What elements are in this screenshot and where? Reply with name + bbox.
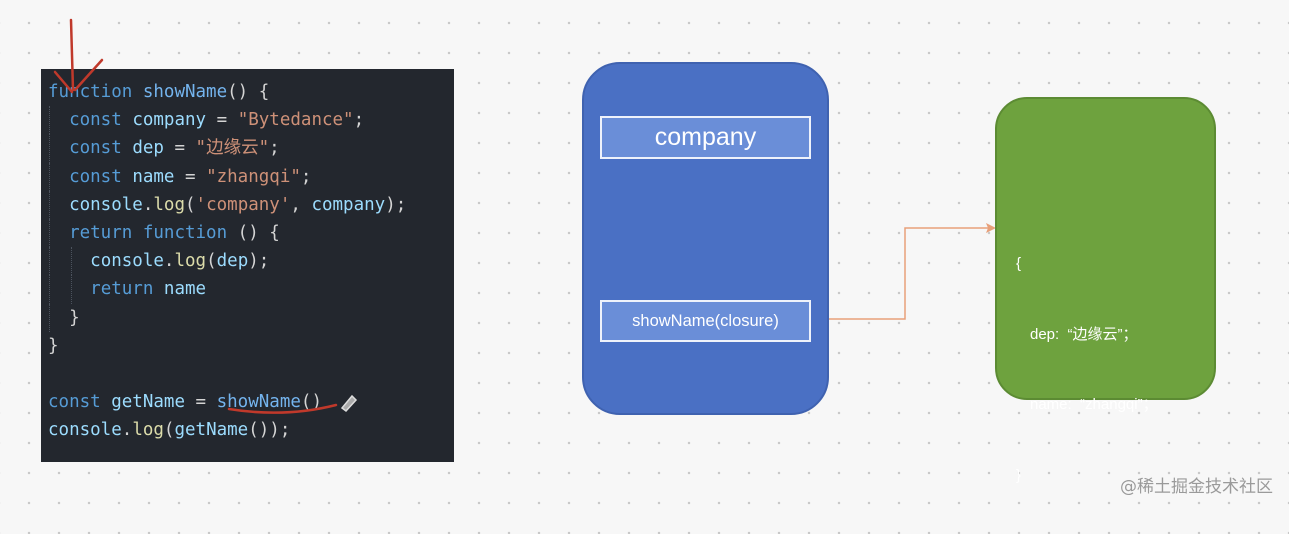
company-variable-cell: company [600, 116, 811, 159]
code-line-1: function showName() { [48, 82, 270, 102]
closure-object-content: { dep: “边缘云”； name: “zhangqi”； } [1016, 205, 1158, 534]
code-line-7: console.log(dep); [41, 247, 454, 276]
code-line-2: const company = "Bytedance"; [41, 106, 454, 135]
code-line-5: console.log('company', company); [41, 190, 454, 219]
code-token: showName [142, 82, 228, 102]
code-line-3: const dep = "边缘云"; [41, 134, 454, 163]
close-brace: } [1016, 466, 1022, 484]
open-brace: { [1016, 255, 1022, 272]
scope-box: company showName(closure) [582, 62, 829, 415]
code-line-4: const name = "zhangqi"; [41, 162, 454, 191]
code-line-10: } [48, 335, 59, 356]
closure-variable-cell: showName(closure) [600, 300, 811, 342]
dep-entry: dep: “边缘云”； [1030, 325, 1138, 343]
name-entry: name: “zhangqi”； [1030, 396, 1158, 413]
code-line-13: console.log(getName()); [48, 420, 291, 441]
code-line-6: return function () { [41, 218, 454, 248]
watermark: @稀土掘金技术社区 [1120, 477, 1273, 497]
closure-object-box: { dep: “边缘云”； name: “zhangqi”； } [995, 97, 1216, 484]
code-blank-line [41, 360, 454, 388]
code-panel: function showName() { const company = "B… [41, 69, 454, 462]
code-line-9: } [41, 303, 454, 332]
code-line-12: const getName = showName() [48, 392, 322, 413]
code-line-8: return name [41, 275, 454, 304]
connector-line [829, 227, 988, 320]
code-token: function [48, 82, 133, 102]
